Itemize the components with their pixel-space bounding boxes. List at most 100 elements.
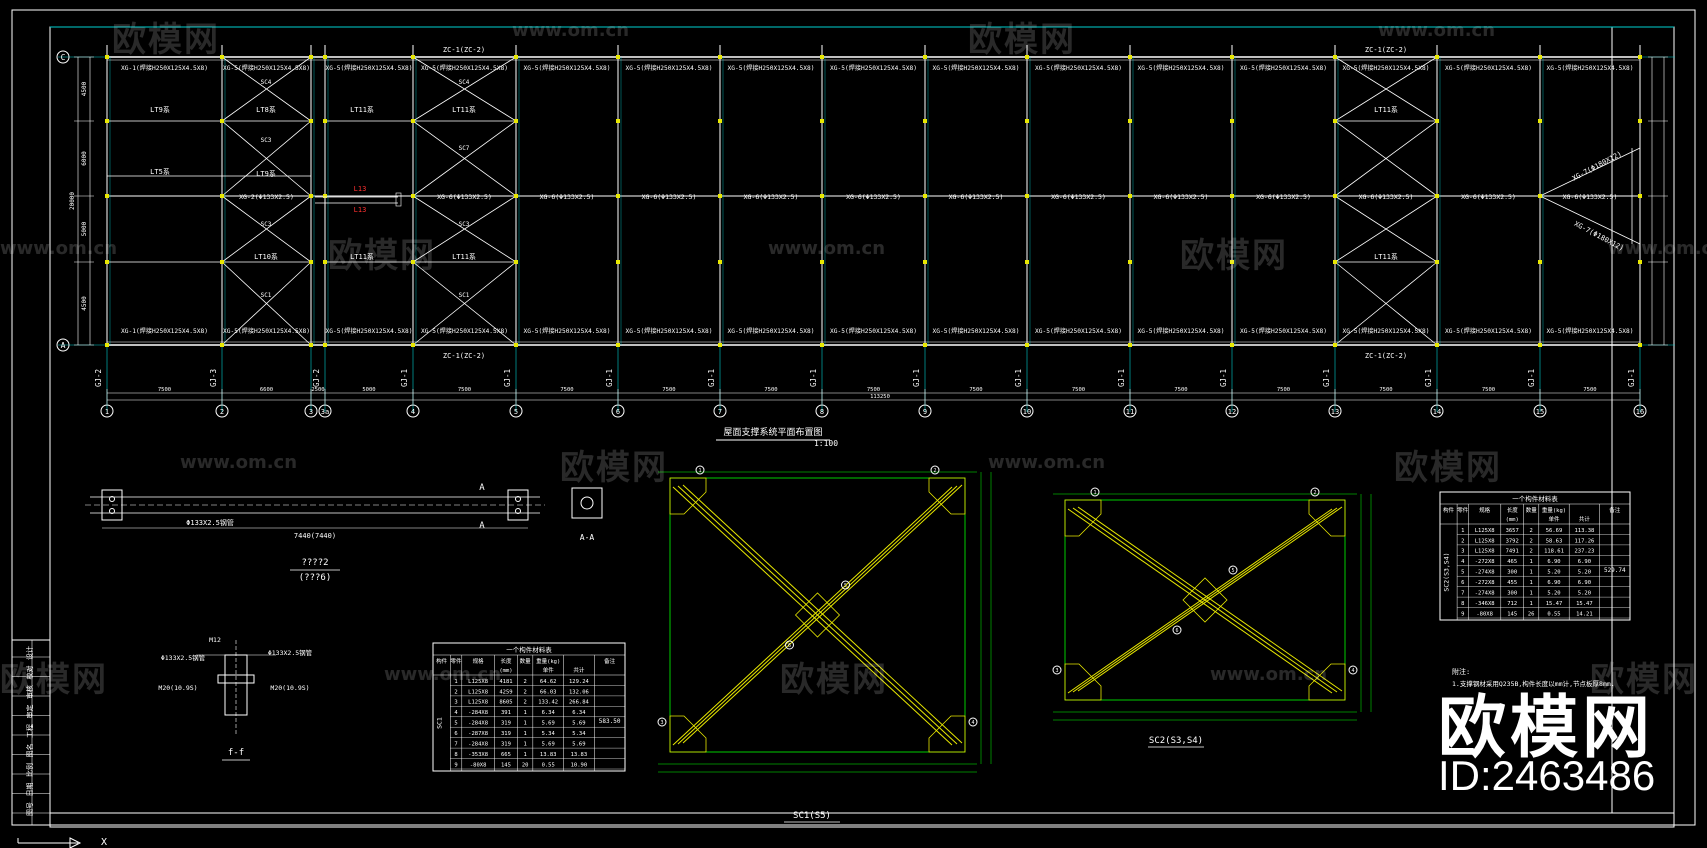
node-mark bbox=[411, 55, 415, 59]
mid-tie-label: XG-6(Φ133X2.5) bbox=[642, 193, 697, 201]
bottom-tie-label: XG-5(焊接H250X125X4.5X8) bbox=[223, 327, 310, 335]
bay-dimension: 2500 bbox=[311, 387, 324, 393]
node-mark bbox=[1638, 55, 1642, 59]
tie-pipe-label: Φ133X2.5钢管 bbox=[186, 518, 234, 527]
node-mark bbox=[1333, 55, 1337, 59]
node-mark bbox=[514, 343, 518, 347]
ff-title: f-f bbox=[228, 748, 244, 758]
ucs-x-label: X bbox=[101, 837, 107, 848]
row-axis-label: A bbox=[61, 341, 66, 350]
node-mark bbox=[616, 119, 620, 123]
column-axis-bubble bbox=[1225, 404, 1239, 418]
part-callout-number: 4 bbox=[971, 720, 974, 726]
table-cell: -80X8 bbox=[1476, 611, 1493, 617]
table-cell: 5.34 bbox=[572, 731, 586, 737]
node-mark bbox=[1538, 343, 1542, 347]
part-callout bbox=[968, 717, 978, 727]
node-mark bbox=[1230, 343, 1234, 347]
bottom-tie-label: XG-5(焊接H250X125X4.5X8) bbox=[1240, 327, 1327, 335]
bracing-angle bbox=[1077, 506, 1343, 692]
top-tie-label: XG-5(焊接H250X125X4.5X8) bbox=[1138, 64, 1225, 72]
node-mark bbox=[411, 119, 415, 123]
bracing-tag: SC1 bbox=[459, 292, 470, 299]
table-member: SC2(S3,S4) bbox=[1443, 552, 1451, 591]
lt-label: LT10系 bbox=[254, 252, 278, 261]
bracing-diagonal bbox=[1334, 261, 1438, 346]
part-callout bbox=[841, 580, 850, 590]
table-cell: 237.23 bbox=[1574, 549, 1594, 555]
top-tie-label: XG-5(焊接H250X125X4.5X8) bbox=[830, 64, 917, 72]
node-mark bbox=[1128, 194, 1132, 198]
bracing-tag: SC4 bbox=[261, 79, 272, 86]
bracing-tag: SC4 bbox=[459, 79, 470, 86]
column-tag: GJ-1 bbox=[912, 369, 921, 387]
node-mark bbox=[323, 194, 327, 198]
part-callout-number: 1 bbox=[1093, 490, 1096, 496]
column-tag: GJ-2 bbox=[312, 369, 321, 387]
top-tie-label: XG-5(焊接H250X125X4.5X8) bbox=[1035, 64, 1122, 72]
table-cell: 5 bbox=[454, 721, 457, 727]
node-mark bbox=[1333, 194, 1337, 198]
column-axis-label: 3 bbox=[309, 408, 313, 416]
node-mark bbox=[923, 194, 927, 198]
top-tie-label: XG-5(焊接H250X125X4.5X8) bbox=[524, 64, 611, 72]
column-axis-bubble bbox=[406, 404, 420, 418]
table-cell: L125X8 bbox=[1475, 528, 1495, 534]
column-axis-bubble bbox=[1328, 404, 1342, 418]
bracing-angle bbox=[1067, 508, 1333, 694]
node-mark bbox=[1538, 55, 1542, 59]
table-cell: -284X8 bbox=[468, 710, 488, 716]
column-axis-bubble bbox=[1123, 404, 1137, 418]
column-axis-label: 10 bbox=[1023, 408, 1031, 416]
node-mark bbox=[105, 194, 109, 198]
ucs-arrow bbox=[69, 837, 82, 848]
tie-detail-subtitle: (???6) bbox=[299, 573, 332, 583]
bracing-diagonal bbox=[221, 261, 312, 346]
column-axis-label: 6 bbox=[616, 408, 620, 416]
node-mark bbox=[718, 119, 722, 123]
table-cell: 5.69 bbox=[542, 742, 555, 748]
node-mark bbox=[616, 260, 620, 264]
bracing-diagonal bbox=[412, 261, 517, 346]
table-cell: 6.34 bbox=[542, 710, 556, 716]
top-tie-label: XG-5(焊接H250X125X4.5X8) bbox=[326, 64, 413, 72]
table-cell: -274X8 bbox=[1475, 570, 1495, 576]
column-axis-bubble bbox=[215, 404, 229, 418]
mid-tie-label: XG-6(Φ133X2.5) bbox=[744, 193, 799, 201]
part-callout-number: 1 bbox=[698, 468, 701, 474]
mid-tie-label: XG-6(Φ133X2.5) bbox=[1051, 193, 1106, 201]
table-subheader: 单件 bbox=[543, 666, 555, 674]
column-axis-bubble bbox=[1430, 404, 1444, 418]
column-axis-bubble bbox=[304, 404, 318, 418]
column-axis-bubble bbox=[713, 404, 727, 418]
node-mark bbox=[323, 260, 327, 264]
lt-label: LT9系 bbox=[150, 105, 170, 114]
lt-label: LT5系 bbox=[150, 167, 170, 176]
table-title: 一个构件材料表 bbox=[1512, 494, 1558, 503]
part-callout-number: 3 bbox=[1055, 668, 1058, 674]
table-cell: L125X8 bbox=[468, 679, 488, 685]
node-mark bbox=[1638, 343, 1642, 347]
bay-dimension: 7500 bbox=[662, 387, 675, 393]
node-mark bbox=[1538, 260, 1542, 264]
table-header: 规格 bbox=[1479, 506, 1491, 514]
bracing-tag: SC7 bbox=[459, 145, 470, 152]
table-cell: 2 bbox=[1530, 538, 1533, 544]
mid-tie-label: XG-6(Φ133X2.5) bbox=[1256, 193, 1311, 201]
bracing-title: SC2(S3,S4) bbox=[1149, 736, 1203, 746]
table-cell: 5.20 bbox=[1547, 570, 1560, 576]
center-gusset bbox=[794, 592, 841, 638]
column-axis-label: 7 bbox=[718, 408, 722, 416]
node-mark bbox=[718, 194, 722, 198]
table-cell: 145 bbox=[501, 762, 511, 768]
column-tag: GJ-1 bbox=[809, 369, 818, 387]
column-axis-label: 12 bbox=[1228, 408, 1236, 416]
bracing-angle bbox=[677, 485, 958, 745]
table-cell: 300 bbox=[1507, 591, 1517, 597]
table-cell: 0.55 bbox=[542, 762, 555, 768]
bay-dimension: 7500 bbox=[1482, 387, 1495, 393]
table-header: 备注 bbox=[1609, 506, 1621, 514]
column-axis-bubble bbox=[100, 404, 114, 418]
bottom-tie-label: XG-5(焊接H250X125X4.5X8) bbox=[1035, 327, 1122, 335]
